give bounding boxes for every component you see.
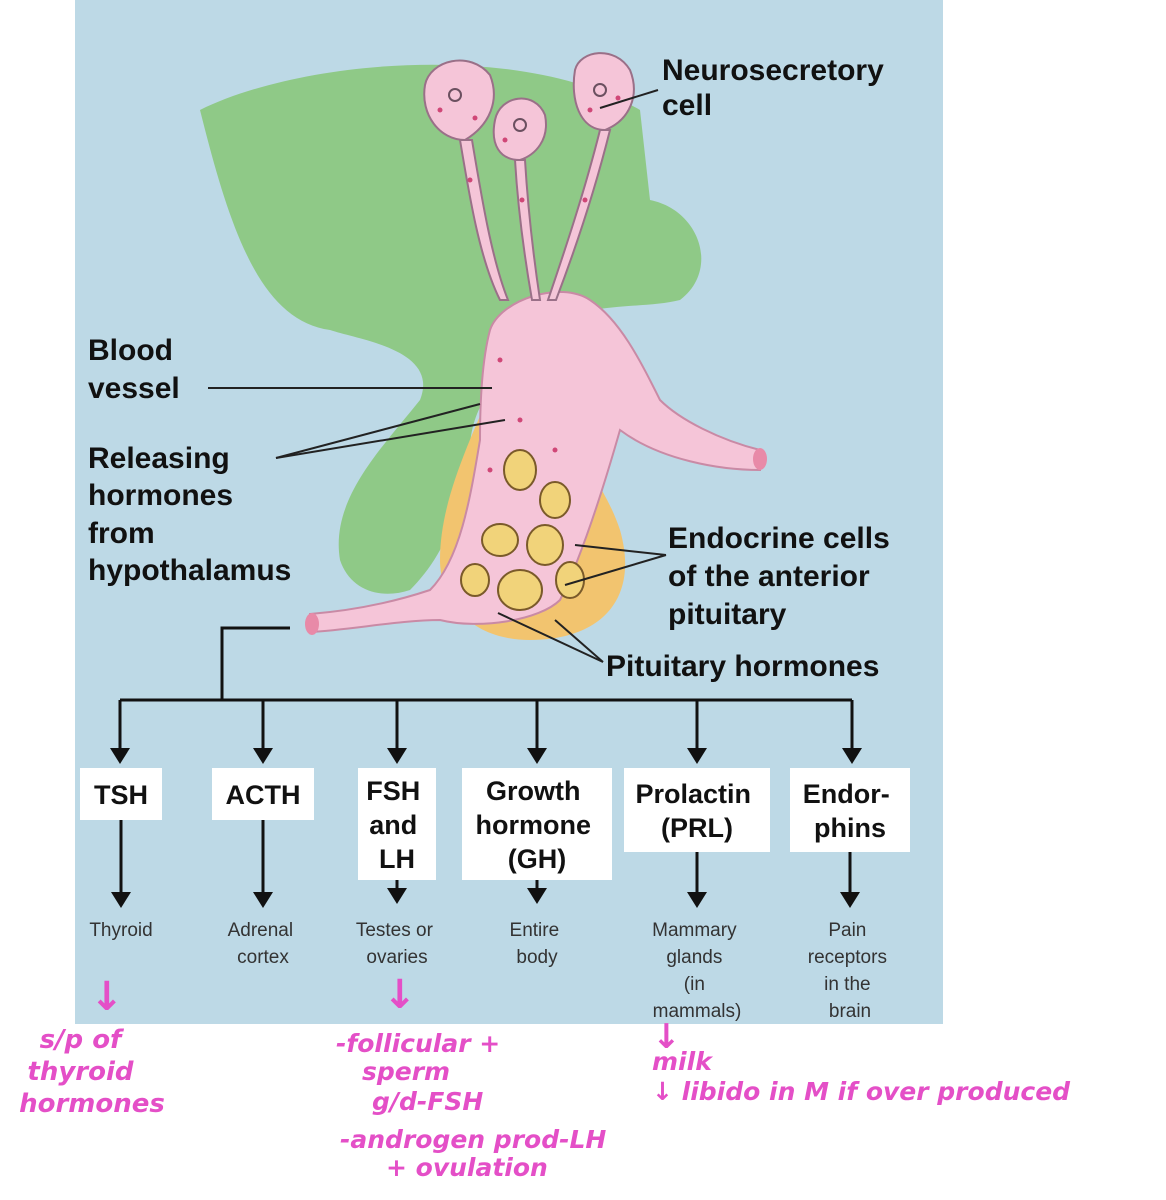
label-releasing-line-2: hormones <box>88 479 233 512</box>
note-thyroid-line-1: s/p of <box>40 1025 125 1055</box>
target-mammary-line-2: glands <box>666 947 722 968</box>
note-gonad-line-5: + ovulation <box>386 1153 548 1182</box>
vessel-end-left <box>305 613 319 635</box>
hormone-gh-line-2: hormone <box>475 810 591 840</box>
label-blood-vessel-line-2: vessel <box>88 372 180 405</box>
note-gonad: -follicular + sperm g/d-FSH -androgen pr… <box>336 1029 615 1182</box>
note-gonad-line-4: -androgen prod-LH <box>340 1125 606 1154</box>
note-mammary: milk ↓ libido in M if over produced <box>652 1047 1071 1106</box>
hormone-endorphins-line-2: phins <box>814 813 886 843</box>
label-endocrine-line-1: Endocrine cells <box>668 522 890 555</box>
label-neurosecretory-line-1: Neurosecretory <box>662 54 884 87</box>
label-blood-vessel: Blood vessel <box>88 334 181 405</box>
target-thyroid-line-1: Thyroid <box>89 920 152 941</box>
hormone-endorphins-line-1: Endor- <box>803 779 890 809</box>
hormone-fsh-line-3: LH <box>379 844 415 874</box>
target-pain-line-4: brain <box>829 1001 871 1022</box>
label-releasing-line-3: from <box>88 517 155 550</box>
note-thyroid-line-2: thyroid <box>27 1057 133 1087</box>
hormone-tsh: TSH <box>94 780 148 810</box>
note-gonad-line-2: sperm <box>362 1057 450 1086</box>
distribution-arrowheads <box>110 748 862 764</box>
target-pain-receptors: Pain receptors in the brain <box>808 920 892 1022</box>
label-neurosecretory-line-2: cell <box>662 89 712 122</box>
note-thyroid: s/p of thyroid hormones <box>19 1025 165 1119</box>
target-body-line-2: body <box>516 947 558 968</box>
target-adrenal-line-2: cortex <box>237 947 289 968</box>
target-gonads: Testes or ovaries <box>356 920 438 968</box>
target-thyroid: Thyroid <box>89 920 152 941</box>
target-mammary: Mammary glands (in mammals) <box>652 920 742 1022</box>
nucleus-dots <box>437 83 621 473</box>
target-arrowheads <box>111 888 860 908</box>
label-releasing-line-1: Releasing <box>88 442 230 475</box>
target-gonads-line-2: ovaries <box>366 947 427 968</box>
hormone-gh-line-1: Growth <box>486 776 581 806</box>
target-mammary-line-1: Mammary <box>652 920 737 941</box>
target-mammary-line-3: (in <box>684 974 705 995</box>
hypothalamus-tissue <box>200 64 702 594</box>
target-pain-line-3: in the <box>824 974 870 995</box>
note-mammary-arrow: ↓ <box>652 1017 681 1057</box>
note-gonad-arrow: ↓ <box>383 972 417 1018</box>
note-gonad-line-3: g/d-FSH <box>372 1087 483 1116</box>
label-blood-vessel-line-1: Blood <box>88 334 173 367</box>
hormone-growth: Growth hormone (GH) <box>475 776 598 874</box>
hormone-prl-line-2: (PRL) <box>661 813 733 843</box>
label-pituitary-hormones: Pituitary hormones <box>606 650 879 683</box>
label-endocrine-cells: Endocrine cells of the anterior pituitar… <box>668 522 898 631</box>
hormone-tsh-line-1: TSH <box>94 780 148 810</box>
hormone-fsh-line-2: and <box>369 810 417 840</box>
note-thyroid-arrow: ↓ <box>90 974 124 1020</box>
note-thyroid-line-3: hormones <box>19 1089 165 1119</box>
vessel-end-right <box>753 448 767 470</box>
endocrine-cell-cluster <box>460 449 585 611</box>
label-neurosecretory-cell: Neurosecretory cell <box>662 54 892 122</box>
pointer-lines <box>208 89 667 663</box>
target-pain-line-1: Pain <box>828 920 866 941</box>
distribution-tree <box>118 626 854 752</box>
hormone-endorphins: Endor- phins <box>803 779 898 843</box>
hormone-acth: ACTH <box>226 780 301 810</box>
hormone-fsh-lh: FSH and LH <box>366 776 428 874</box>
label-endocrine-line-2: of the anterior <box>668 560 870 593</box>
note-mammary-line-1: milk <box>652 1047 713 1076</box>
target-adrenal: Adrenal cortex <box>228 920 299 968</box>
note-gonad-line-1: -follicular + <box>336 1029 500 1058</box>
hormone-fsh-line-1: FSH <box>366 776 420 806</box>
target-pain-line-2: receptors <box>808 947 887 968</box>
target-adrenal-line-1: Adrenal <box>228 920 294 941</box>
label-releasing-line-4: hypothalamus <box>88 554 291 587</box>
target-gonads-line-1: Testes or <box>356 920 434 941</box>
hormone-boxes <box>80 768 910 880</box>
target-body-line-1: Entire <box>510 920 560 941</box>
label-releasing-hormones: Releasing hormones from hypothalamus <box>88 442 291 587</box>
target-arrows <box>119 820 852 896</box>
hormone-prolactin: Prolactin (PRL) <box>635 779 758 843</box>
hormone-gh-line-3: (GH) <box>508 844 566 874</box>
note-mammary-line-2: ↓ libido in M if over produced <box>652 1077 1071 1106</box>
target-body: Entire body <box>510 920 565 968</box>
label-endocrine-line-3: pituitary <box>668 598 787 631</box>
target-mammary-line-4: mammals) <box>653 1001 742 1022</box>
hormone-acth-line-1: ACTH <box>226 780 301 810</box>
hormone-prl-line-1: Prolactin <box>635 779 751 809</box>
